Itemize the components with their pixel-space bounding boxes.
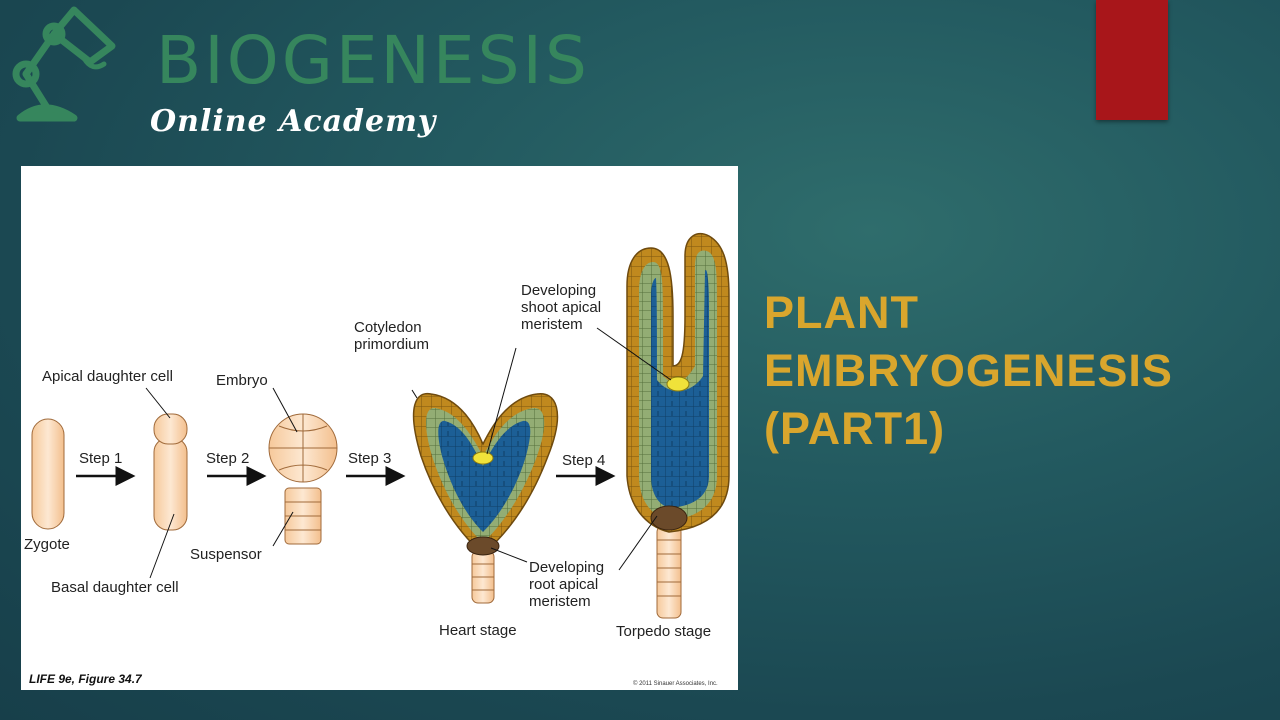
figure-diagram: Zygote Step 1 Apical daughter cell Basal…: [24, 233, 730, 687]
label-step-2: Step 2: [206, 450, 249, 467]
zygote-cell: [31, 418, 65, 530]
figure-copyright: © 2011 Sinauer Associates, Inc.: [633, 680, 718, 687]
figure-caption: LIFE 9e, Figure 34.7: [29, 672, 143, 686]
title-line-1: PLANT: [764, 287, 919, 338]
brand-name: BIOGENESIS: [156, 22, 590, 99]
desk-lamp-icon: [12, 6, 116, 122]
label-embryo: Embryo: [216, 372, 268, 389]
torpedo-stage-embryo: [626, 233, 730, 619]
accent-bar: [1096, 0, 1168, 120]
basal-daughter-cell: [153, 437, 188, 531]
label-cotyledon: Cotyledon: [354, 319, 422, 336]
label-step-3: Step 3: [348, 450, 391, 467]
label-primordium: primordium: [354, 336, 429, 353]
label-torpedo-stage: Torpedo stage: [616, 623, 711, 640]
embryogenesis-figure: Zygote Step 1 Apical daughter cell Basal…: [21, 166, 738, 690]
label-basal-daughter-cell: Basal daughter cell: [51, 579, 179, 596]
label-shoot-3: meristem: [521, 316, 583, 333]
label-suspensor: Suspensor: [190, 546, 262, 563]
heart-stage-embryo: [412, 392, 559, 604]
label-root-3: meristem: [529, 593, 591, 610]
brand-tagline: Online Academy: [150, 104, 437, 139]
label-apical-daughter-cell: Apical daughter cell: [42, 368, 173, 385]
apical-daughter-cell: [153, 413, 188, 445]
label-heart-stage: Heart stage: [439, 622, 517, 639]
label-zygote: Zygote: [24, 536, 70, 553]
label-step-4: Step 4: [562, 452, 605, 469]
label-root-1: Developing: [529, 559, 604, 576]
label-root-2: root apical: [529, 576, 598, 593]
title-line-3: (PART1): [764, 403, 946, 454]
label-step-1: Step 1: [79, 450, 122, 467]
slide-title: PLANT EMBRYOGENESIS (PART1): [764, 284, 1264, 458]
label-shoot-2: shoot apical: [521, 299, 601, 316]
label-shoot-1: Developing: [521, 282, 596, 299]
title-line-2: EMBRYOGENESIS: [764, 345, 1173, 396]
